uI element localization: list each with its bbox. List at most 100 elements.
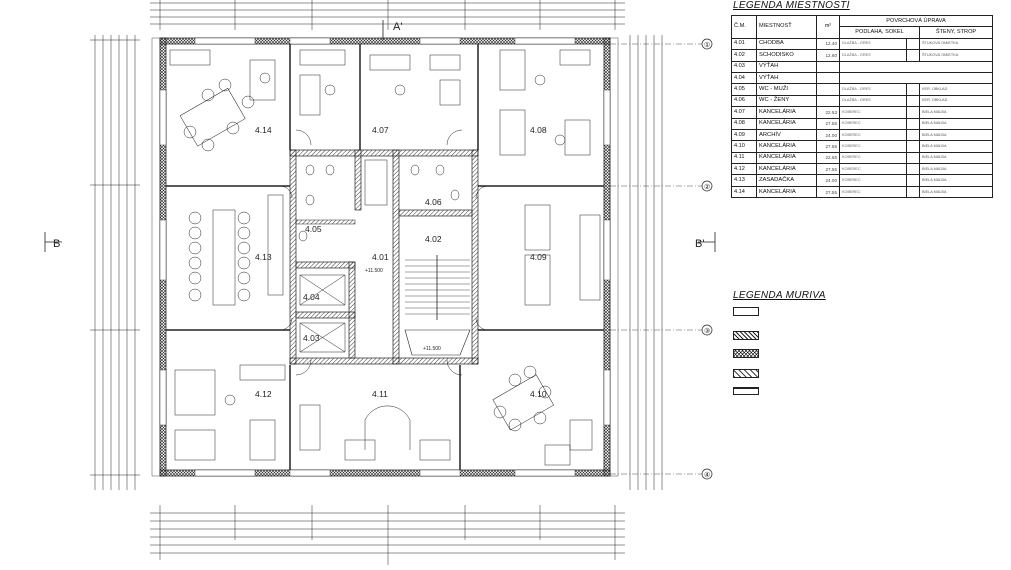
row-name: SCHODISKO <box>756 49 817 62</box>
row-floor: DLAŽBA - GRES <box>839 49 907 62</box>
section-a-top-label: A' <box>393 21 402 33</box>
row-floor <box>839 60 993 73</box>
section-b-left-label: B <box>53 238 60 250</box>
row-name: KANCELÁRIA <box>756 151 817 165</box>
row-floor: KOBEREC <box>839 117 907 130</box>
row-floor: DLAŽBA - GRES <box>839 37 907 51</box>
top-dimension-lines <box>150 0 625 30</box>
header-finish: POVRCHOVÁ ÚPRAVA <box>839 14 993 28</box>
row-walls: BIELA MAĽBA <box>919 151 993 165</box>
row-cm: 4.09 <box>731 128 757 142</box>
row-floor: KOBEREC <box>839 185 907 199</box>
axis-label-4: ④ <box>704 471 710 479</box>
room-label-4-05: 4.05 <box>305 224 322 234</box>
row-name: KANCELÁRIA <box>756 106 817 119</box>
room-label-4-02: 4.02 <box>425 234 442 244</box>
section-marker-b-right <box>698 232 716 252</box>
room-label-4-12: 4.12 <box>255 389 272 399</box>
row-cm: 4.11 <box>731 151 757 165</box>
doors <box>279 129 489 376</box>
row-floor: KOBEREC <box>839 140 907 153</box>
section-b-right-label: B' <box>695 238 704 250</box>
row-cm: 4.02 <box>731 49 757 62</box>
axis-label-2: ② <box>704 183 710 191</box>
row-floor: KOBEREC <box>839 163 907 176</box>
wall-swatch-masonry <box>733 349 759 358</box>
row-area: 24.00 <box>816 128 840 142</box>
row-name: WC - ŽENY <box>756 94 817 108</box>
level-mark-stair: +11.500 <box>423 346 441 352</box>
row-cm: 4.03 <box>731 60 757 73</box>
axis-bubbles <box>701 38 713 480</box>
row-walls: KER. OBKLAD <box>919 94 993 108</box>
row-name: VÝŤAH <box>756 60 817 73</box>
legend-walls-title: LEGENDA MURIVA <box>733 290 826 301</box>
wall-legend-item <box>733 330 995 344</box>
row-cm: 4.12 <box>731 163 757 176</box>
row-walls: BIELA MAĽBA <box>919 106 993 119</box>
row-area: 22.53 <box>816 106 840 119</box>
right-dimension-lines <box>629 35 663 490</box>
axis-label-3: ③ <box>704 327 710 335</box>
core-walls <box>289 149 479 365</box>
row-walls: ŠTUKOVÁ OMIETKA <box>919 37 993 51</box>
row-cm: 4.04 <box>731 71 757 85</box>
row-name: ARCHÍV <box>756 128 817 142</box>
row-cm: 4.07 <box>731 106 757 119</box>
row-cm: 4.10 <box>731 140 757 153</box>
row-area <box>816 60 840 73</box>
row-walls: BIELA MAĽBA <box>919 174 993 187</box>
bottom-dimension-lines <box>150 505 625 565</box>
row-area <box>816 83 840 96</box>
right-axis-lines <box>610 43 702 475</box>
row-cm: 4.13 <box>731 174 757 187</box>
header-walls: ŠTENY, STROP <box>919 26 993 39</box>
row-floor: KOBEREC <box>839 151 907 165</box>
row-floor: KOBEREC <box>839 106 907 119</box>
room-label-4-08: 4.08 <box>530 125 547 135</box>
legend-rooms-table: Č.M. MIESTNOSŤ m² POVRCHOVÁ ÚPRAVA PODLA… <box>731 14 993 199</box>
left-dimension-lines <box>90 35 140 490</box>
room-label-4-03: 4.03 <box>303 333 320 343</box>
wall-swatch-drywall <box>733 387 759 395</box>
row-cm: 4.08 <box>731 117 757 130</box>
row-cm: 4.06 <box>731 94 757 108</box>
row-walls: BIELA MAĽBA <box>919 140 993 153</box>
wall-swatch-partition <box>733 369 759 378</box>
row-walls: BIELA MAĽBA <box>919 163 993 176</box>
row-name: WC - MUŽI <box>756 83 817 96</box>
row-name: VÝŤAH <box>756 71 817 85</box>
row-area: 12.60 <box>816 49 840 62</box>
row-area <box>816 71 840 85</box>
room-label-4-06: 4.06 <box>425 197 442 207</box>
row-name: KANCELÁRIA <box>756 163 817 176</box>
row-floor: KOBEREC <box>839 128 907 142</box>
partitions <box>166 44 604 470</box>
row-floor: DLAŽBA - GRES <box>839 83 907 96</box>
wall-swatch-concrete <box>733 307 759 316</box>
wc-fixtures <box>298 159 460 242</box>
row-walls: BIELA MAĽBA <box>919 128 993 142</box>
row-name: ZASADAČKA <box>756 174 817 187</box>
wall-legend-item <box>733 306 995 320</box>
header-area: m² <box>816 15 840 39</box>
wall-legend-item <box>733 368 995 382</box>
header-cm: Č.M. <box>731 15 757 39</box>
room-label-4-10: 4.10 <box>530 389 547 399</box>
row-floor: DLAŽBA - GRES <box>839 94 907 108</box>
row-name: KANCELÁRIA <box>756 140 817 153</box>
room-label-4-11: 4.11 <box>372 389 388 399</box>
legend-rooms-title: LEGENDA MIESTNOSTÍ <box>733 0 850 11</box>
row-walls: ŠTUKOVÁ OMIETKA <box>919 49 993 62</box>
staircase <box>404 255 471 356</box>
row-area: 22.65 <box>816 151 840 165</box>
wall-legend-item <box>733 348 995 362</box>
